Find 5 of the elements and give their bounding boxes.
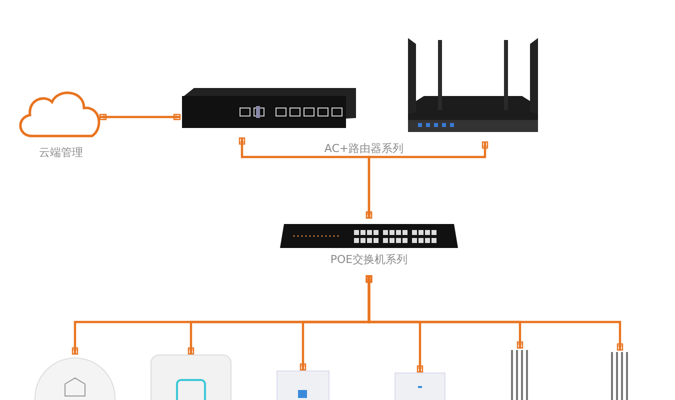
cable-line (99, 114, 181, 120)
cable-line (366, 275, 624, 351)
device-caption: 云端管理 (39, 146, 83, 159)
device-caption: POE交换机系列 (330, 253, 408, 266)
cable-line (366, 141, 488, 219)
